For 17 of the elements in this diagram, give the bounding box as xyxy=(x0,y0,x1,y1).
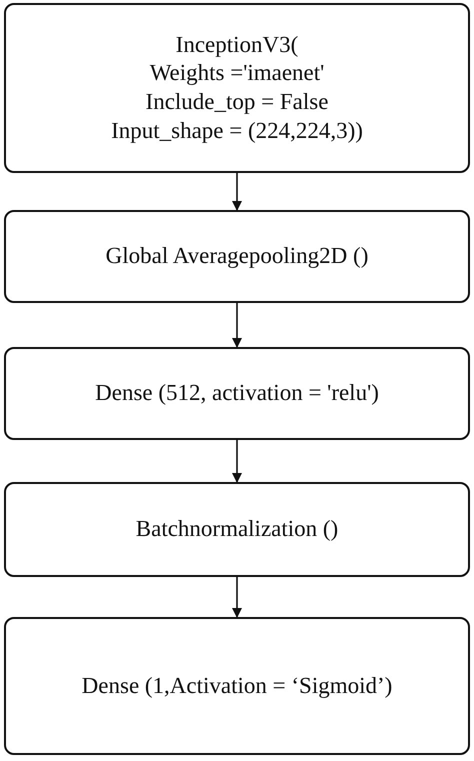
layer-text: Global Averagepooling2D () xyxy=(106,242,368,270)
layer-text: InceptionV3( xyxy=(176,30,298,59)
process-box xyxy=(4,3,470,173)
process-box xyxy=(4,617,470,755)
layer-text: Dense (1,Activation = ‘Sigmoid’) xyxy=(82,672,392,700)
arrow xyxy=(232,173,242,211)
layer-text: Include_top = False xyxy=(146,88,328,116)
arrow xyxy=(232,303,242,348)
process-box xyxy=(4,347,470,440)
arrow xyxy=(232,440,242,483)
process-box xyxy=(4,210,470,303)
layer-text: Dense (512, activation = 'relu') xyxy=(95,379,379,408)
layer-text: Input_shape = (224,224,3)) xyxy=(111,116,363,145)
layer-text: Weights ='imaenet' xyxy=(150,59,324,88)
process-box xyxy=(4,482,470,577)
arrow xyxy=(232,577,242,618)
layer-text: Batchnormalization () xyxy=(136,515,338,544)
